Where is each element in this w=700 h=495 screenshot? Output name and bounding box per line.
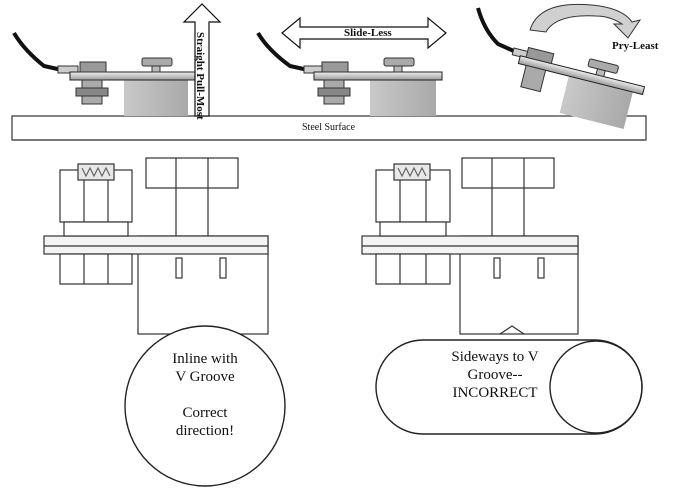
groove-capsule-sideways: [375, 339, 643, 435]
inline-line-2: V Groove: [175, 369, 235, 385]
inline-line-1: Inline with: [172, 351, 238, 367]
pry-curved-arrow: [529, 3, 642, 39]
sideways-line-1: Sideways to V: [451, 349, 539, 365]
steel-surface: [11, 115, 647, 141]
pry-label: Pry-Least: [612, 40, 659, 52]
magnet-straight-pull: [12, 31, 199, 116]
sideways-groove-text: Sideways to V Groove-- INCORRECT: [420, 348, 570, 402]
straight-pull-arrow: [182, 3, 222, 117]
inline-line-3: [145, 386, 265, 404]
slide-label: Slide-Less: [344, 27, 392, 39]
inline-line-4: Correct: [182, 405, 228, 421]
sideways-line-2: Groove--: [467, 367, 523, 383]
steel-surface-label: Steel Surface: [302, 122, 356, 133]
inline-groove-text: Inline with V Groove Correct direction!: [145, 350, 265, 440]
straight-pull-label: Straight Pull-Most: [194, 32, 206, 120]
slide-double-arrow: [281, 16, 447, 50]
assembly-inline: [43, 157, 269, 335]
sideways-line-3: INCORRECT: [452, 385, 538, 401]
groove-circle-inline: [124, 325, 286, 487]
assembly-sideways: [361, 157, 579, 335]
inline-line-5: direction!: [175, 423, 235, 439]
magnet-slide: [256, 31, 443, 116]
magnet-pry: [476, 7, 646, 129]
